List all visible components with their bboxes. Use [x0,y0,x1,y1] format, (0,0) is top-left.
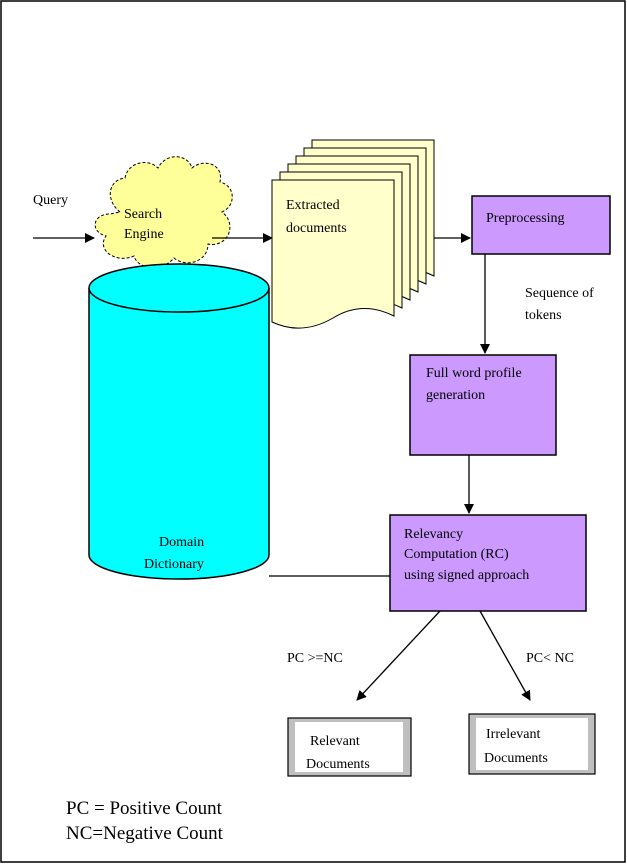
query-label: Query [33,193,68,208]
irrelevant-documents-inner [476,718,588,770]
domain-dictionary-cylinder: Domain Dictionary [88,263,270,580]
irrelevant-docs-line2: Documents [484,751,548,766]
legend-line2: NC=Negative Count [66,823,224,844]
relevant-docs-line2: Documents [306,757,370,772]
relevant-documents-inner [295,722,403,772]
search-engine-line2: Engine [124,227,164,242]
pc-lt-nc-label: PC< NC [526,651,574,666]
relevant-docs-line1: Relevant [310,734,360,749]
pc-ge-nc-label: PC >=NC [287,651,343,666]
relevancy-line2: Computation (RC) [404,547,509,562]
relevant-branch-arrow [356,610,441,701]
extracted-docs-line1: Extracted [286,198,340,213]
relevancy-line3: using signed approach [404,568,529,583]
search-engine-line1: Search [124,207,162,222]
preprocessing-label: Preprocessing [486,211,565,226]
irrelevant-docs-line1: Irrelevant [486,727,541,742]
full-word-profile-line2: generation [426,388,485,403]
relevant-documents-box: Relevant Documents [287,717,412,777]
sequence-label-line1: Sequence of [525,286,594,301]
domain-dictionary-line2: Dictionary [144,557,204,572]
cylinder-top [88,263,270,313]
irrelevant-branch-arrow [479,610,531,701]
domain-dictionary-line1: Domain [159,535,204,550]
sequence-label-line2: tokens [525,308,562,323]
relevancy-computation-box [389,514,587,612]
relevancy-line1: Relevancy [404,527,463,542]
legend-line1: PC = Positive Count [66,798,223,819]
full-word-profile-line1: Full word profile [426,366,522,381]
irrelevant-documents-box: Irrelevant Documents [468,713,596,775]
cylinder-body [88,288,270,580]
cloud-shape [94,156,233,268]
extracted-documents-stack: Extracted documents [271,139,435,329]
document-sheet-front [271,179,395,329]
extracted-docs-line2: documents [286,221,347,236]
full-word-profile-box [409,354,557,456]
preprocessing-box [471,195,611,255]
